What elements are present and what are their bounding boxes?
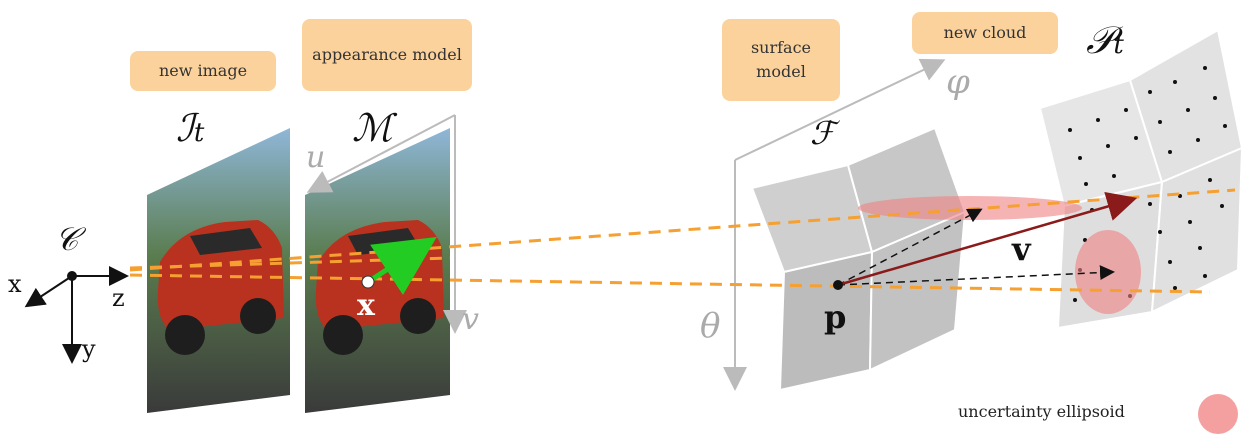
v-axis-label: v xyxy=(462,302,479,337)
point-p-label: p xyxy=(824,298,847,336)
axis-y-label: y xyxy=(82,335,96,363)
green-flow-arrow xyxy=(366,237,437,295)
image-symbol-sub: t xyxy=(193,118,205,148)
surface-model-label: surface model xyxy=(722,19,840,101)
new-cloud-label: new cloud xyxy=(912,12,1058,54)
axis-x-label: x xyxy=(8,270,22,298)
new-image-label: new image xyxy=(130,51,276,91)
u-axis-arrow xyxy=(306,114,456,193)
cloud-symbol: 𝒫t xyxy=(1086,18,1124,63)
image-symbol: ℐt xyxy=(176,106,204,150)
cloud-symbol-sub: t xyxy=(1113,30,1124,60)
cloud-symbol-main: 𝒫 xyxy=(1086,18,1114,62)
camera-symbol: 𝒞 xyxy=(55,220,79,258)
vector-v-label: v xyxy=(1012,230,1031,268)
phi-axis-label: φ xyxy=(946,62,970,102)
vector-v-arrow xyxy=(837,191,1138,287)
camera-axes xyxy=(24,266,129,364)
u-axis-label: u xyxy=(306,140,326,175)
legend-label: uncertainty ellipsoid xyxy=(958,402,1125,421)
model-plane xyxy=(305,128,450,413)
appearance-model-label: appearance model xyxy=(302,19,472,91)
surface-symbol: ℱ xyxy=(810,114,836,152)
legend-ellipse-swatch xyxy=(1198,394,1238,434)
image-plane xyxy=(147,128,290,413)
image-symbol-main: ℐ xyxy=(176,106,194,150)
surface-patch xyxy=(750,126,967,392)
axis-z-label: z xyxy=(112,284,125,312)
cloud-points xyxy=(1068,66,1227,302)
phi-axis-arrow xyxy=(734,58,946,161)
dashed-vector-lower xyxy=(837,265,1115,286)
theta-axis-label: θ xyxy=(700,306,721,346)
model-symbol: ℳ xyxy=(352,106,393,150)
dashed-vector-upper xyxy=(837,208,983,286)
point-x-marker xyxy=(361,275,375,289)
point-p-marker xyxy=(833,280,843,290)
point-x-label: x xyxy=(357,288,375,323)
